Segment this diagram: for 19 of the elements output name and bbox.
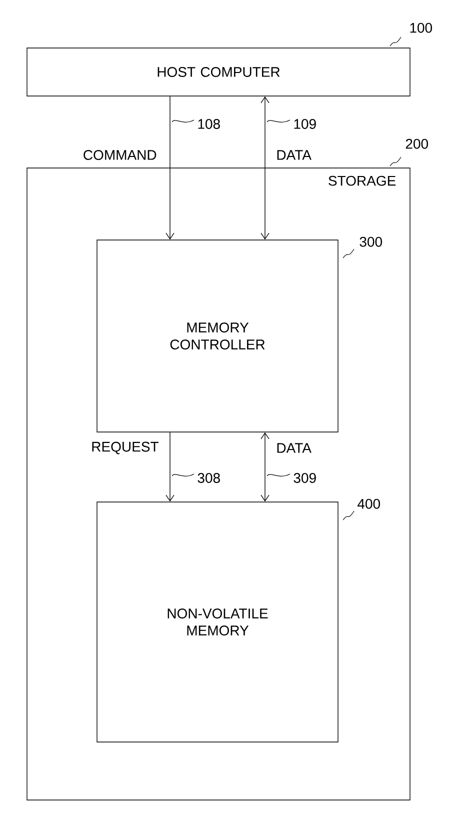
block-box: MEMORY CONTROLLER (96, 240, 338, 432)
reference-number: 400 (358, 498, 380, 509)
arrow (166, 432, 174, 502)
reference-number: 309 (294, 473, 316, 483)
reference-number: 109 (294, 119, 316, 129)
reference-number: 108 (198, 119, 220, 129)
edge-label: DATA (277, 150, 312, 160)
reference-number: 300 (360, 236, 382, 247)
block-box: NON-VOLATILE MEMORY (96, 502, 338, 742)
edge-label: REQUEST (92, 442, 158, 454)
arrow (260, 96, 270, 240)
reference-number: 100 (410, 22, 432, 33)
arrow (166, 96, 174, 240)
edge-label: DATA (277, 443, 312, 453)
block-box: HOST COMPUTER (26, 48, 410, 96)
edge-label: COMMAND (84, 150, 156, 160)
arrow (260, 432, 270, 502)
reference-number: 308 (198, 473, 220, 483)
reference-number: 200 (406, 138, 428, 149)
